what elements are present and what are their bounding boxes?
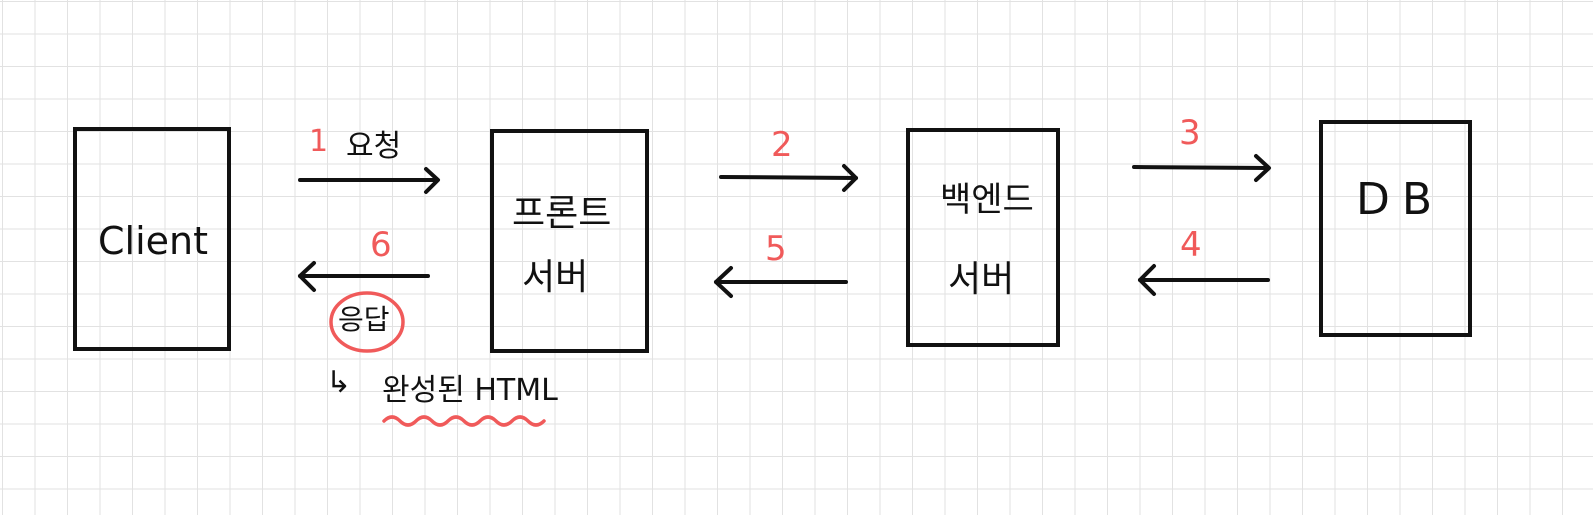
- step-5-number: 5: [765, 229, 787, 269]
- note-wavy-underline: [382, 415, 546, 427]
- step-1-label: 요청: [346, 129, 402, 164]
- arrow-step-5: [714, 266, 848, 298]
- front-server-label-line2: 서버: [522, 257, 589, 298]
- client-label: Client: [98, 219, 209, 263]
- backend-server-box: [906, 128, 1060, 347]
- note-text: 완성된 HTML: [382, 373, 558, 408]
- arrow-step-2: [719, 164, 858, 192]
- front-server-label-line1: 프론트: [512, 193, 612, 234]
- step-4-number: 4: [1180, 225, 1202, 265]
- step-6-number: 6: [370, 225, 392, 265]
- arrow-step-4: [1138, 264, 1270, 296]
- step-1-number: 1: [309, 124, 329, 159]
- step-3-number: 3: [1179, 113, 1201, 153]
- arrow-step-3: [1132, 154, 1271, 182]
- backend-server-label-line2: 서버: [948, 259, 1015, 300]
- db-box: [1319, 120, 1472, 337]
- step-2-number: 2: [771, 125, 793, 165]
- arrow-step-1: [298, 167, 440, 194]
- backend-server-label-line1: 백엔드: [940, 180, 1034, 220]
- db-label: DB: [1356, 174, 1445, 225]
- arrow-step-6: [298, 261, 430, 292]
- front-server-box: [490, 129, 649, 353]
- step-6-label: 응답: [338, 303, 390, 336]
- note-arrow-icon: ↳: [326, 365, 352, 400]
- client-box: [73, 127, 231, 351]
